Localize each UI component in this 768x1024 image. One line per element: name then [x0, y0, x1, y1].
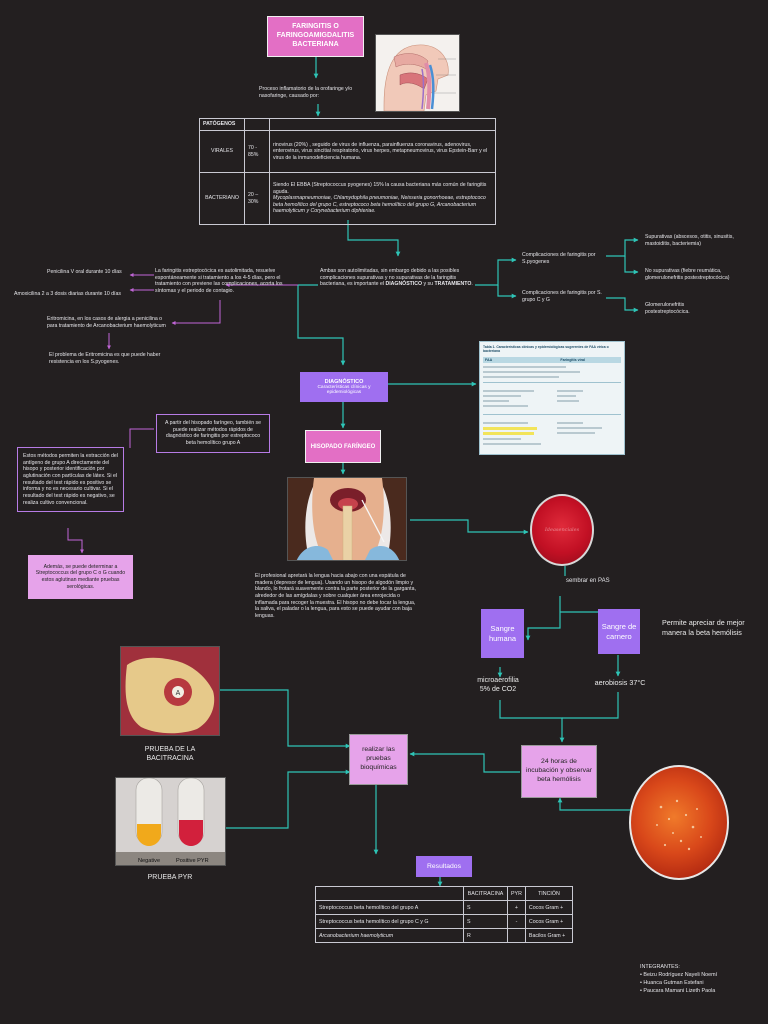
pathogens-table: PATÓGENOS VIRALES 70 - 85% rinovirus (20…: [199, 118, 496, 225]
viral-text: rinovirus (20%) , seguido de virus de in…: [269, 130, 496, 173]
diagnostico-title: DIAGNÓSTICO: [324, 379, 364, 385]
diagnostico-word: DIAGNÓSTICO: [385, 281, 423, 288]
methods-text: Estos métodos permiten la extracción del…: [17, 447, 124, 513]
hisopado-label: HISOPADO FARÍNGEO: [310, 443, 376, 450]
header-pyr: PYR: [507, 886, 526, 901]
bacterial-text-2: Mycoplasmapneumoniae, Chlamydophila pneu…: [273, 195, 486, 215]
serology-text: Además, se puede determinar a Streptococ…: [35, 563, 126, 590]
incubacion-label: 24 horas de incubación y observar beta h…: [525, 758, 593, 783]
team-member: • Huanca Gutman Estefani: [640, 980, 704, 986]
hisopado-box: HISOPADO FARÍNGEO: [305, 430, 381, 463]
team-title: INTEGRANTES:: [640, 964, 680, 970]
sembrar-text: sembrar en PAS: [566, 578, 610, 584]
main-title-text: FARINGITIS O FARINGOAMIGDALITIS BACTERIA…: [276, 23, 355, 48]
throat-swab-photo: [287, 477, 407, 561]
sangre-humana-label: Sangre humana: [488, 623, 517, 643]
header-bacitracina: BACITRACINA: [463, 886, 508, 901]
results-table: BACITRACINA PYR TINCIÓN Streptococcus be…: [315, 886, 574, 943]
procedure-text: El profesional apretará la lengua hacia …: [255, 573, 416, 619]
rapid-methods-text: A partir del hisopado faríngeo, también …: [156, 414, 270, 453]
viral-type: VIRALES: [199, 130, 245, 173]
glomerulonefritis-text: Glomerulonefritis postestreptocócica.: [645, 302, 690, 315]
bacitracina-caption: PRUEBA DE LA BACITRACINA: [144, 746, 196, 763]
pyr-photo: Negative Positive PYR: [115, 777, 226, 866]
table-row: Arcanobacterium haemolyticum R Bacilos G…: [315, 928, 574, 943]
eritromicina-text: Eritromicina, en los casos de alergia a …: [47, 316, 166, 329]
complications-grupo-cg: Complicaciones de faringitis por S. grup…: [522, 290, 602, 303]
table-row: PATÓGENOS: [199, 118, 496, 131]
complications-pyogenes: Complicaciones de faringitis por S.pyoge…: [522, 252, 596, 265]
bacterial-text-1: Siendo El EBBA (Streptococcus pyogenes) …: [273, 181, 487, 195]
table-image-col2: Faringitis viral: [560, 357, 585, 362]
bacterial-percent: 20 – 30%: [244, 172, 270, 225]
treatment-intro: La faringitis estreptocócica es autolimi…: [155, 268, 283, 294]
serology-box: Además, se puede determinar a Streptococ…: [28, 555, 133, 599]
supurativas-text: Supurativas (abscesos, otitis, sinusitis…: [645, 234, 734, 247]
pyr-negative-label: Negative: [138, 858, 160, 864]
beta-hemolisis-text: Permite apreciar de mejor manera la beta…: [662, 618, 745, 637]
plate-watermark: Ideasenciales: [544, 527, 580, 533]
microaerofilia-text: microaerofilia 5% de CO2: [477, 677, 519, 694]
incubacion-box: 24 horas de incubación y observar beta h…: [521, 745, 597, 798]
bacterial-type: BACTERIANO: [199, 172, 245, 225]
amoxicilina-text: Amoxicilina 2 a 3 dosis diarias durante …: [14, 291, 121, 297]
sangre-carnero-box: Sangre de carnero: [598, 609, 640, 654]
sangre-carnero-label: Sangre de carnero: [601, 621, 637, 641]
table-row: BACITRACINA PYR TINCIÓN: [315, 886, 574, 901]
pathogens-header: PATÓGENOS: [199, 118, 245, 131]
team-member: • Beizu Rodríguez Nayeli Noemí: [640, 972, 718, 978]
main-title: FARINGITIS O FARINGOAMIGDALITIS BACTERIA…: [267, 16, 364, 57]
eritromicina-problem: El problema de Eritromicina es que puede…: [49, 352, 161, 365]
team-section: INTEGRANTES: • Beizu Rodríguez Nayeli No…: [640, 964, 762, 994]
center-text: Ambas son autolimitadas, sin embargo deb…: [320, 268, 473, 288]
header-tincion: TINCIÓN: [524, 886, 574, 901]
resultados-label: Resultados: [426, 863, 461, 870]
aerobiosis-text: aerobiosis 37°C: [594, 678, 646, 687]
bacitracina-disk-label: A: [176, 690, 181, 697]
diagnostico-box: DIAGNÓSTICO Características clínicas y e…: [300, 372, 388, 402]
table-row: BACTERIANO 20 – 30% Siendo El EBBA (Stre…: [199, 172, 496, 225]
team-member: • Paucara Mamani Lizeth Paola: [640, 988, 716, 994]
pruebas-bioquimicas-box: realizar las pruebas bioquímicas: [349, 734, 408, 785]
viral-percent: 70 - 85%: [244, 130, 270, 173]
colony-plate-photo: [629, 765, 729, 880]
penicilina-text: Penicilina V oral durante 10 días: [47, 269, 122, 275]
tratamiento-word: TRATAMIENTO: [434, 281, 472, 288]
pruebas-bioquimicas-label: realizar las pruebas bioquímicas: [360, 746, 397, 771]
sangre-humana-box: Sangre humana: [481, 609, 524, 658]
pyr-positive-label: Positive PYR: [176, 858, 209, 864]
intro-text: Proceso inflamatorio de la orofaringe y/…: [259, 86, 353, 99]
table-row: VIRALES 70 - 85% rinovirus (20%) , segui…: [199, 130, 496, 173]
table-row: Streptococcus beta hemolítico del grupo …: [315, 900, 574, 915]
table-image-caption: Tabla 1. Características clínicas y epid…: [483, 345, 609, 354]
table-image-col1: FAA: [485, 357, 493, 362]
no-supurativas-text: No supurativas (fiebre reumática, glomer…: [645, 268, 730, 281]
pyr-caption: PRUEBA PYR: [147, 874, 193, 881]
blood-agar-plate: Ideasenciales: [530, 494, 594, 566]
clinical-table-image: Tabla 1. Características clínicas y epid…: [479, 341, 625, 455]
throat-anatomy-image: [375, 34, 460, 112]
resultados-box: Resultados: [416, 856, 472, 877]
bacitracina-photo: A: [120, 646, 220, 736]
table-row: Streptococcus beta hemolítico del grupo …: [315, 914, 574, 929]
diagnostico-subtitle: Características clínicas y epidemiológic…: [317, 385, 371, 395]
